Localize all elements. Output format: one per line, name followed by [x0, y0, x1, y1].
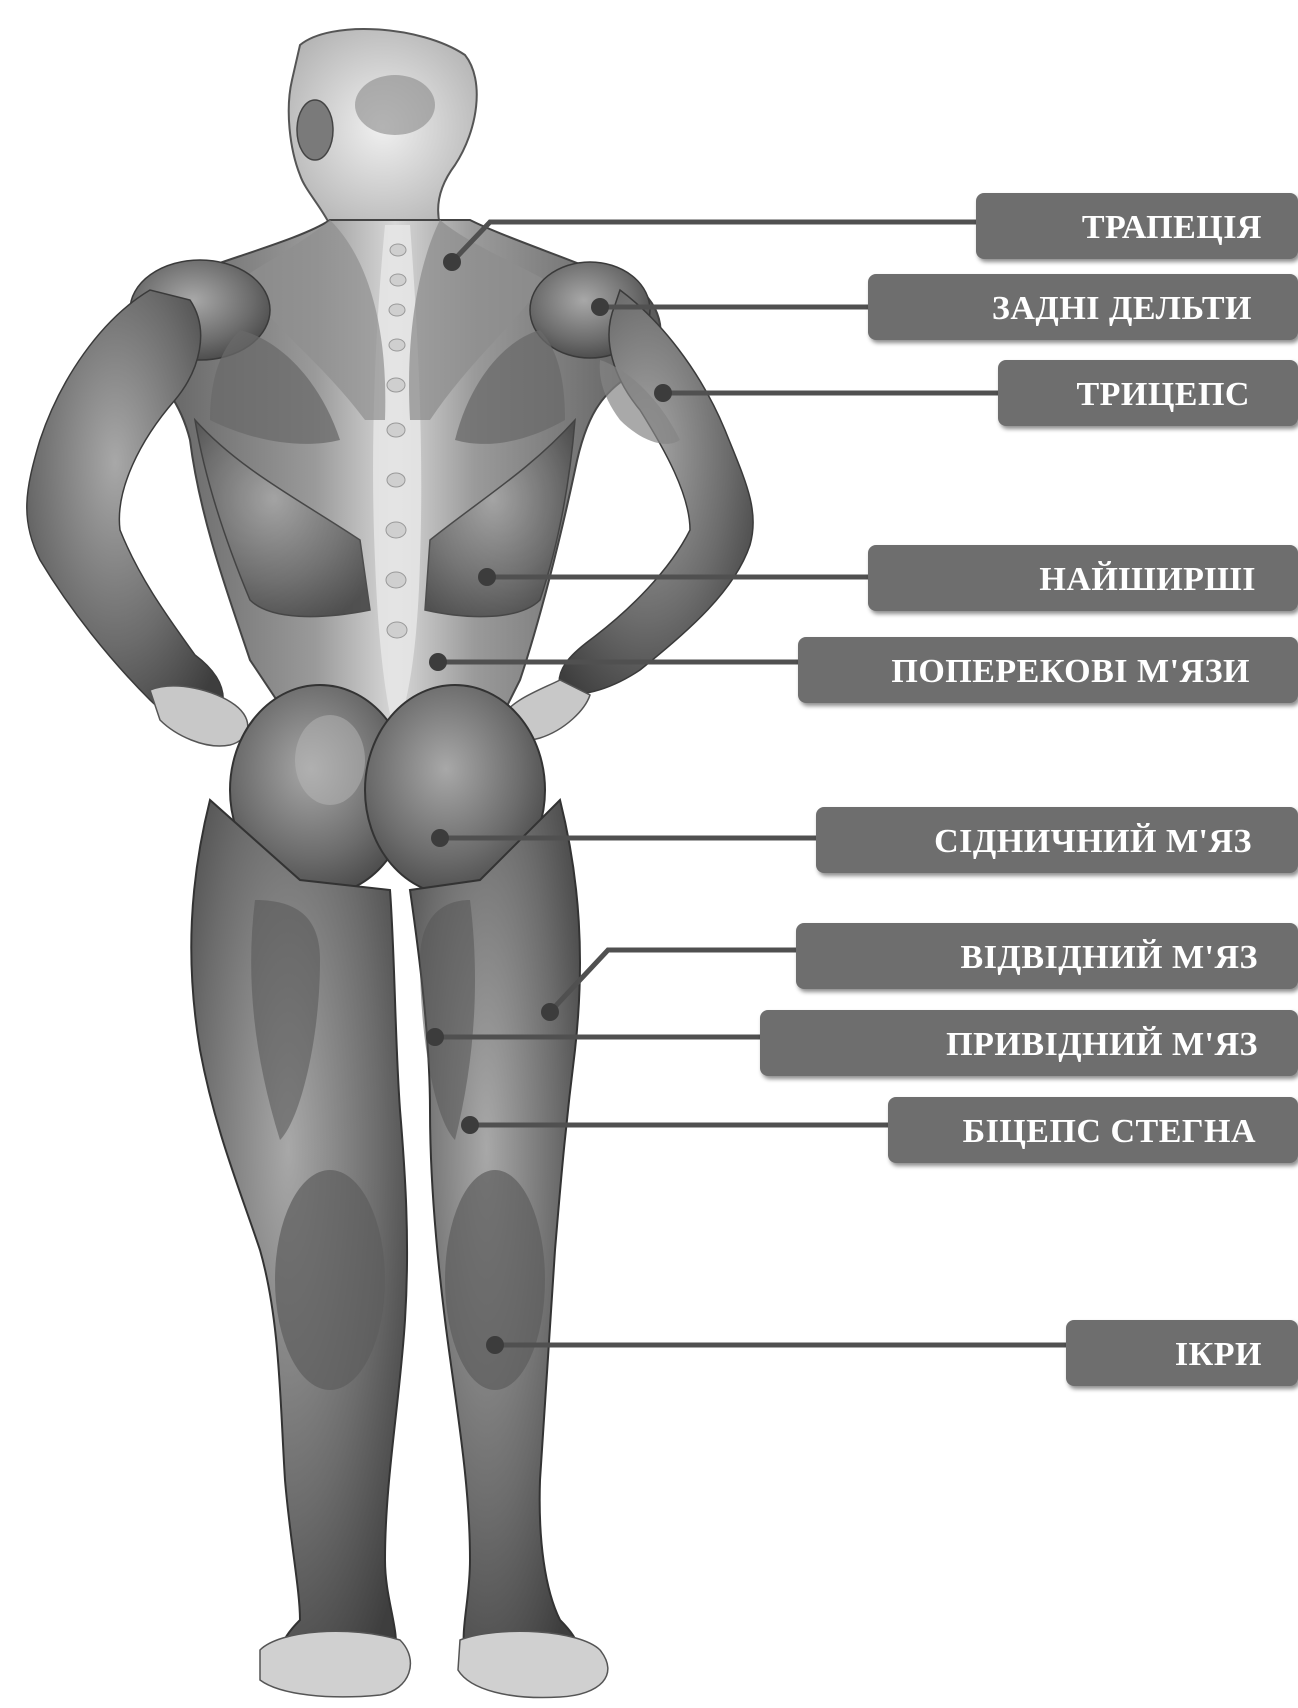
left-arm — [27, 290, 223, 722]
leader-abductor — [550, 950, 798, 1012]
label-adductor-text: ПРИВІДНИЙ М'ЯЗ — [946, 1026, 1258, 1063]
glute-highlight — [295, 715, 365, 805]
label-lower-back: ПОПЕРЕКОВІ М'ЯЗИ — [798, 637, 1298, 703]
human-figure-back-view — [27, 29, 753, 1698]
left-foot — [260, 1631, 410, 1697]
ear — [297, 100, 333, 160]
calf-right — [445, 1170, 545, 1390]
label-trapezius: ТРАПЕЦІЯ — [976, 193, 1298, 259]
label-lower-back-text: ПОПЕРЕКОВІ М'ЯЗИ — [891, 653, 1250, 690]
label-rear-delts-text: ЗАДНІ ДЕЛЬТИ — [992, 290, 1252, 327]
label-glutes-text: СІДНИЧНИЙ М'ЯЗ — [934, 823, 1252, 860]
label-lats: НАЙШИРШІ — [868, 545, 1298, 611]
label-calves-text: ІКРИ — [1175, 1336, 1262, 1373]
head-shadow — [355, 75, 435, 135]
label-adductor: ПРИВІДНИЙ М'ЯЗ — [760, 1010, 1298, 1076]
label-triceps: ТРИЦЕПС — [998, 360, 1298, 426]
label-hamstrings-text: БІЦЕПС СТЕГНА — [963, 1113, 1256, 1150]
label-triceps-text: ТРИЦЕПС — [1076, 376, 1250, 413]
label-lats-text: НАЙШИРШІ — [1039, 561, 1256, 598]
label-abductor: ВІДВІДНИЙ М'ЯЗ — [796, 923, 1298, 989]
label-calves: ІКРИ — [1066, 1320, 1298, 1386]
label-abductor-text: ВІДВІДНИЙ М'ЯЗ — [961, 939, 1258, 976]
label-glutes: СІДНИЧНИЙ М'ЯЗ — [816, 807, 1298, 873]
label-trapezius-text: ТРАПЕЦІЯ — [1082, 209, 1262, 246]
muscle-labels: ТРАПЕЦІЯ ЗАДНІ ДЕЛЬТИ ТРИЦЕПС НАЙШИРШІ П… — [760, 193, 1298, 1386]
left-hand — [150, 686, 248, 746]
calf-left — [275, 1170, 385, 1390]
label-rear-delts: ЗАДНІ ДЕЛЬТИ — [868, 274, 1298, 340]
right-foot — [458, 1631, 608, 1697]
label-hamstrings: БІЦЕПС СТЕГНА — [888, 1097, 1298, 1163]
